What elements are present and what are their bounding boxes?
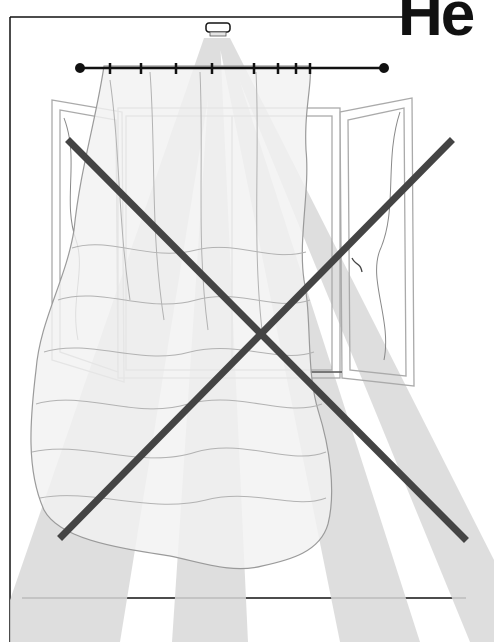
right-side-drape <box>377 112 400 360</box>
curtain-rod-finial <box>379 63 389 73</box>
curtain-rod-finial <box>75 63 85 73</box>
page-heading: He <box>398 0 473 46</box>
ceiling-lamp-icon <box>206 23 230 36</box>
sheer-curtain <box>31 66 332 569</box>
window-handle <box>352 258 362 272</box>
